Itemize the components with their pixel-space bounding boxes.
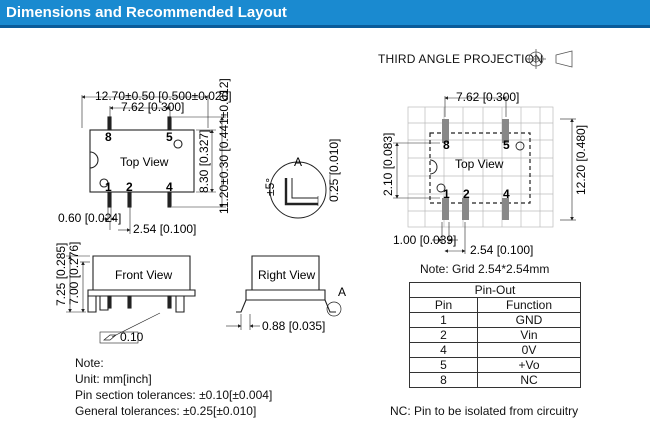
top-view — [89, 116, 195, 208]
notes-title: Note: — [75, 356, 104, 370]
notch-mark — [89, 151, 99, 169]
dim-pin-pitch: 2.54 [0.100] — [133, 222, 196, 236]
layout-pin-label: 2 — [463, 187, 470, 201]
top-view-body — [89, 129, 195, 193]
notes-block: Note: Unit: mm[inch] Pin section toleran… — [75, 355, 272, 419]
pinout-title: Pin-Out — [409, 282, 581, 298]
note-line: General tolerances: ±0.25[±0.010] — [75, 404, 257, 418]
right-view — [236, 255, 342, 317]
projection-symbol-icon — [526, 49, 573, 69]
table-cell: Pin-Out — [409, 282, 581, 298]
layout-dim-pad: 1.00 [0.039] — [393, 233, 456, 247]
table-cell: 8 — [409, 372, 478, 388]
dim-right: 0.88 [0.035] — [262, 319, 325, 333]
dim-height-inner: 8.30 [0.327] — [197, 130, 211, 193]
pin-label: 5 — [166, 130, 173, 144]
layout-title: Top View — [455, 157, 504, 171]
dim-height-outer: 11.20±0.30 [0.441±0.012] — [217, 78, 231, 214]
detail-a — [269, 161, 331, 219]
table-row: 5+Vo — [409, 357, 581, 373]
layout-pin-label: 4 — [503, 187, 510, 201]
layout-dim-height: 12.20 [0.480] — [574, 125, 588, 195]
pin1-marker-icon — [173, 139, 183, 149]
table-cell: Vin — [477, 327, 581, 343]
table-cell: 2 — [409, 327, 478, 343]
table-cell: GND — [477, 312, 581, 328]
pin-label: 8 — [105, 130, 112, 144]
right-view-label: A — [338, 285, 346, 299]
dimension-drawing: Top View 8 5 1 2 4 12.70±0.50 [0.500±0.0… — [54, 49, 588, 344]
table-header: Function — [477, 297, 581, 313]
layout-pin-label: 5 — [503, 138, 510, 152]
top-view-title: Top View — [120, 155, 169, 169]
front-view — [87, 255, 196, 313]
layout-pin1-marker-icon — [515, 141, 525, 151]
detail-angle: ±5° — [263, 178, 277, 196]
layout-dim-pitch: 7.62 [0.300] — [456, 90, 519, 104]
layout-pin-label: 8 — [443, 138, 450, 152]
layout-pads — [442, 119, 509, 220]
dim-width: 12.70±0.50 [0.500±0.020] — [95, 89, 232, 103]
note-line: Pin section tolerances: ±0.10[±0.004] — [75, 388, 273, 402]
pin-label: 4 — [166, 180, 173, 194]
dim-pin-width: 0.60 [0.024] — [58, 211, 121, 225]
layout-dim-left: 2.10 [0.083] — [381, 133, 395, 196]
flatness-value: 0.10 — [120, 330, 144, 344]
detail-dim: 0.25 [0.010] — [327, 139, 341, 202]
dim-front-inner: 7.00 [0.276] — [67, 242, 81, 305]
pin-label: 1 — [105, 180, 112, 194]
pin-label: 2 — [126, 180, 133, 194]
dim-front-outer: 7.25 [0.285] — [54, 243, 68, 306]
dim-pitch: 7.62 [0.300] — [121, 100, 184, 114]
table-cell: NC — [477, 372, 581, 388]
table-cell: 5 — [409, 357, 478, 373]
front-view-title: Front View — [115, 268, 172, 282]
orientation-marker-icon — [99, 178, 109, 188]
detail-label: A — [294, 155, 302, 169]
nc-note: NC: Pin to be isolated from circuitry — [390, 404, 579, 418]
table-cell: +Vo — [477, 357, 581, 373]
layout-dim-pad-pitch: 2.54 [0.100] — [470, 243, 533, 257]
section-header: Dimensions and Recommended Layout — [0, 0, 650, 28]
layout-notch — [429, 159, 438, 175]
table-cell: 0V — [477, 342, 581, 358]
layout-outline — [429, 132, 531, 204]
note-line: Unit: mm[inch] — [75, 372, 152, 386]
table-cell: 4 — [409, 342, 478, 358]
table-cell: Pin Function — [409, 297, 581, 313]
table-cell: 1 — [409, 312, 478, 328]
projection-label: THIRD ANGLE PROJECTION — [378, 52, 544, 66]
right-view-title: Right View — [258, 268, 315, 282]
layout-pin-label: 1 — [443, 187, 450, 201]
flatness-symbol-icon — [103, 334, 117, 341]
layout-orientation-marker-icon — [436, 183, 446, 193]
table-header: Pin — [409, 297, 478, 313]
grid-note: Note: Grid 2.54*2.54mm — [420, 262, 550, 276]
